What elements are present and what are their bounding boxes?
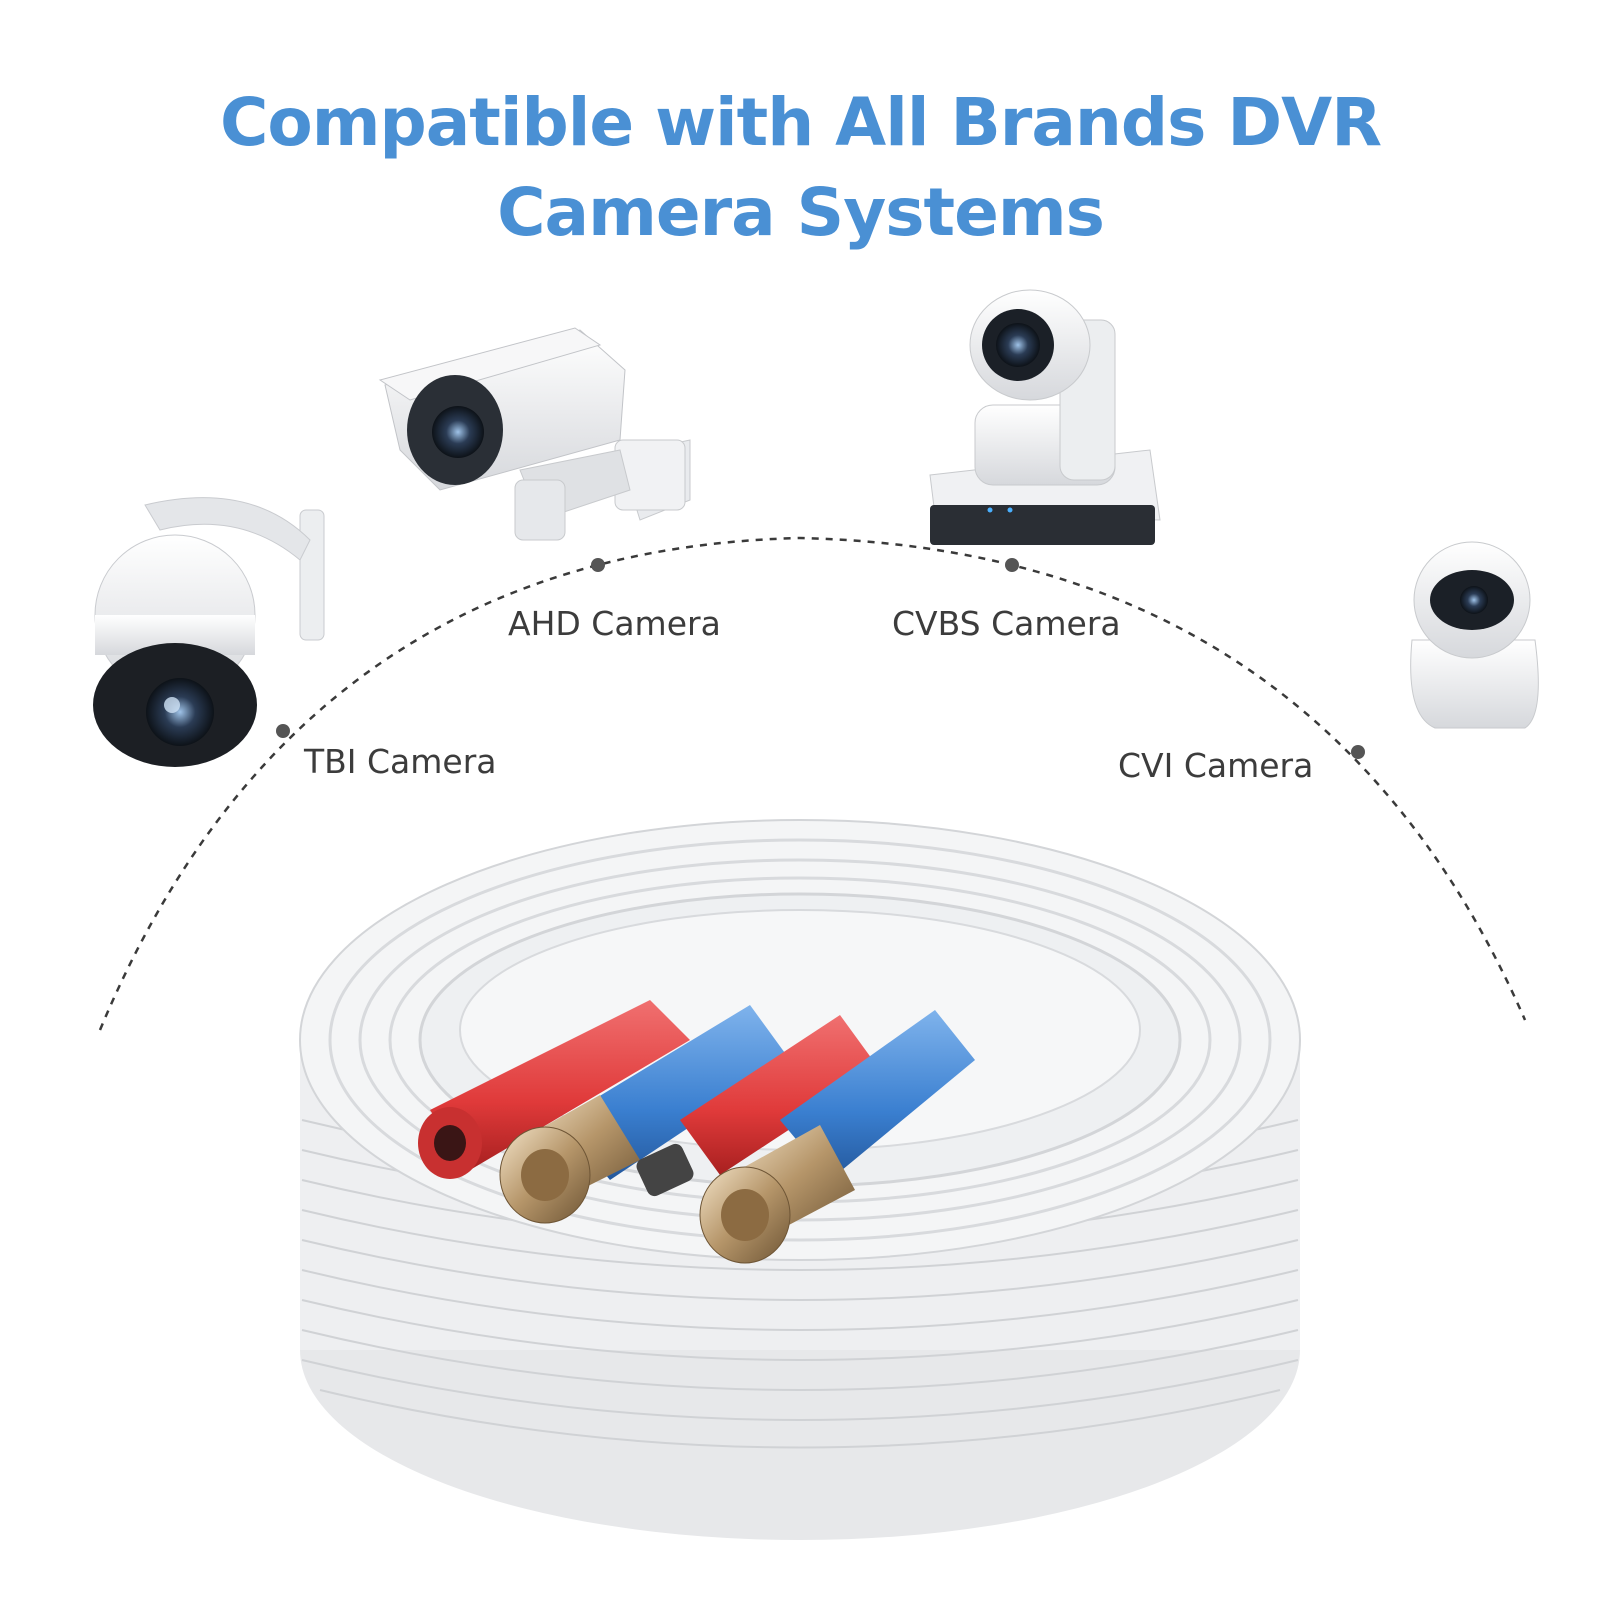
label-cvi-camera: CVI Camera [1118,746,1314,785]
dashed-arc [98,536,1527,1031]
arc-dot-cvi [1351,745,1365,759]
label-tbi-camera: TBI Camera [304,742,497,781]
headline-line-2: Camera Systems [497,174,1105,251]
home-security-camera-icon [1410,541,1539,729]
ptz-dome-camera-icon [93,497,325,767]
label-ahd-camera: AHD Camera [508,604,721,643]
headline-line-1: Compatible with All Brands DVR [219,84,1382,161]
arc-dot-ahd [591,558,605,572]
headline: Compatible with All Brands DVR Camera Sy… [0,78,1601,258]
arc-dot-cvbs [1005,558,1019,572]
label-cvbs-camera: CVBS Camera [892,604,1121,643]
bullet-camera-icon [378,327,691,541]
bnc-cable-coil-icon [299,819,1301,1540]
arc-dot-tbi [276,724,290,738]
conference-ptz-camera-icon [929,289,1161,545]
